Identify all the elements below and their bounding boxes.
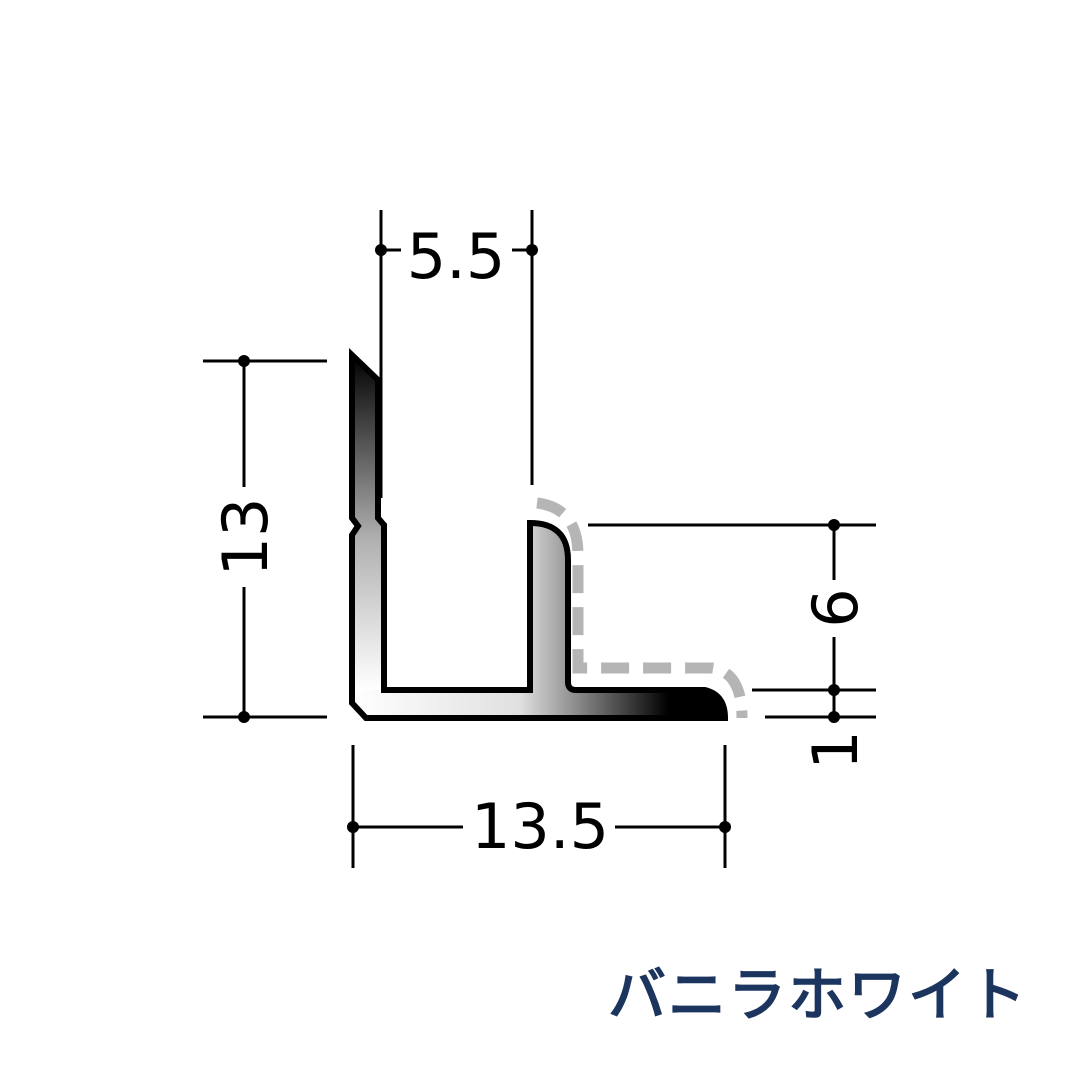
color-name-caption: バニラホワイト — [608, 961, 1029, 1029]
profile-shape — [349, 347, 729, 721]
dimension-label-thickness: 1 — [799, 730, 872, 769]
dimension-bottom-width — [347, 745, 731, 868]
dimension-side-height — [588, 519, 876, 723]
dimension-label-side-height: 6 — [799, 588, 872, 627]
dimension-top-width — [375, 210, 538, 498]
dimension-label-bottom-width: 13.5 — [471, 790, 609, 863]
dimension-label-top-width: 5.5 — [407, 220, 506, 293]
dimension-label-height: 13 — [209, 498, 282, 577]
dashed-outline — [536, 497, 748, 719]
dimension-height — [203, 355, 327, 723]
